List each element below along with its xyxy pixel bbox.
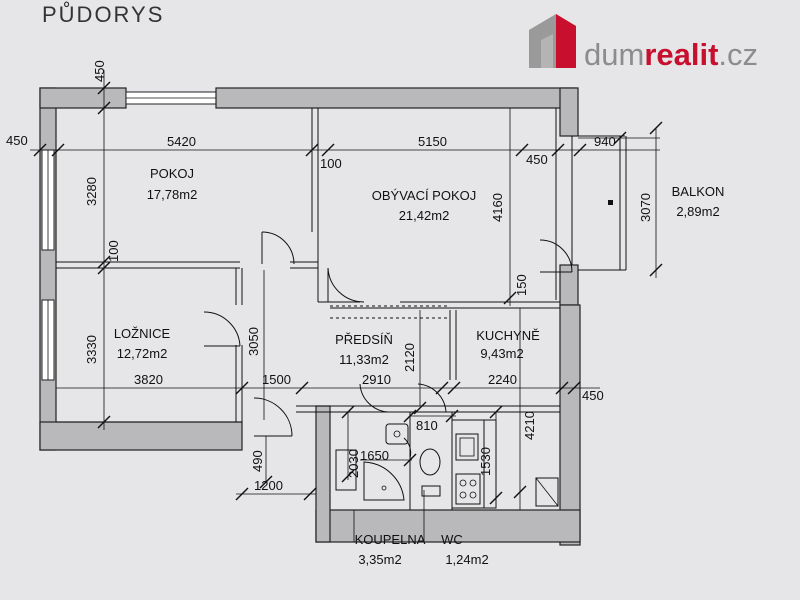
room-wc-name: WC [441, 532, 463, 547]
dim-1650: 1650 [360, 448, 389, 463]
door-obyvaci [327, 267, 365, 303]
doors [203, 231, 573, 459]
dimension-lines [30, 70, 663, 542]
logo-text-cz: .cz [718, 37, 758, 72]
stove-icon [455, 473, 481, 505]
dim-3330: 3330 [84, 335, 99, 364]
wall-right-lower [559, 304, 581, 546]
wall-bottom-bath [315, 509, 581, 543]
room-koupelna-name: KOUPELNA [355, 532, 426, 547]
dim-450-left: 450 [6, 133, 28, 148]
dim-5150: 5150 [418, 134, 447, 149]
dim-100-a: 100 [320, 156, 342, 171]
room-obyvaci-area: 21,42m2 [399, 208, 450, 223]
dim-5420: 5420 [167, 134, 196, 149]
dim-940: 940 [594, 134, 616, 149]
dim-4210: 4210 [522, 411, 537, 440]
logo-text-dum: dum [584, 37, 644, 72]
sink-icon [385, 423, 409, 445]
dim-3070: 3070 [638, 193, 653, 222]
house-logo-icon [529, 14, 576, 68]
room-pokoj-area: 17,78m2 [147, 187, 198, 202]
dim-1200: 1200 [254, 478, 283, 493]
dim-490: 490 [250, 450, 265, 472]
dim-450-top: 450 [92, 60, 107, 82]
dim-450-right: 450 [582, 388, 604, 403]
interior-partitions [56, 108, 627, 510]
dim-2910: 2910 [362, 372, 391, 387]
dim-1500: 1500 [262, 372, 291, 387]
room-kuchyne-name: KUCHYNĚ [476, 328, 540, 343]
wall-left [39, 87, 57, 451]
room-pokoj-name: POKOJ [150, 166, 194, 181]
door-loznice [203, 311, 241, 347]
dumrealit-logo: dumrealit.cz [529, 14, 758, 72]
dim-2120: 2120 [402, 343, 417, 372]
door-wc-inner [403, 437, 412, 459]
dim-450-mid: 450 [526, 152, 548, 167]
plan-title: PŮDORYS [42, 2, 164, 27]
utility-box [335, 449, 357, 491]
shower-icon [363, 461, 405, 501]
kitchen-sink-icon [455, 433, 479, 461]
room-wc-area: 1,24m2 [445, 552, 488, 567]
room-balkon-area: 2,89m2 [676, 204, 719, 219]
door-balkon [539, 239, 573, 273]
logo-text-realit: realit [644, 37, 718, 72]
dim-3280: 3280 [84, 177, 99, 206]
door-pokoj [261, 231, 295, 265]
wall-bottom-left [39, 421, 243, 451]
fridge-icon [535, 477, 559, 507]
room-loznice-name: LOŽNICE [114, 326, 171, 341]
door-entrance [253, 397, 293, 437]
wall-right-mid [559, 264, 579, 306]
room-koupelna-area: 3,35m2 [358, 552, 401, 567]
dim-2030: 2030 [346, 449, 361, 478]
dim-100-b: 100 [106, 240, 121, 262]
dimension-labels: 450 450 5420 5150 450 940 3280 100 100 4… [6, 60, 653, 493]
room-labels: POKOJ 17,78m2 OBÝVACÍ POKOJ 21,42m2 BALK… [114, 166, 725, 567]
balcony-post [608, 200, 613, 205]
room-balkon-name: BALKON [672, 184, 725, 199]
wall-top-left [39, 87, 127, 109]
fixtures [335, 423, 559, 507]
dim-150: 150 [514, 274, 529, 296]
toilet-icon [419, 448, 441, 476]
dim-1530: 1530 [478, 447, 493, 476]
walls [39, 87, 581, 546]
room-kuchyne-area: 9,43m2 [480, 346, 523, 361]
svg-text:dumrealit.cz: dumrealit.cz [584, 37, 758, 72]
wall-bath-left [315, 405, 331, 543]
dim-4160: 4160 [490, 193, 505, 222]
room-loznice-area: 12,72m2 [117, 346, 168, 361]
wall-top-mid [215, 87, 577, 109]
dim-2240: 2240 [488, 372, 517, 387]
room-predsin-area: 11,33m2 [339, 352, 389, 367]
dim-3820: 3820 [134, 372, 163, 387]
dim-810: 810 [416, 418, 438, 433]
room-predsin-name: PŘEDSÍŇ [335, 332, 393, 347]
wall-right-upper [559, 87, 579, 137]
room-obyvaci-name: OBÝVACÍ POKOJ [372, 188, 477, 203]
dim-3050: 3050 [246, 327, 261, 356]
